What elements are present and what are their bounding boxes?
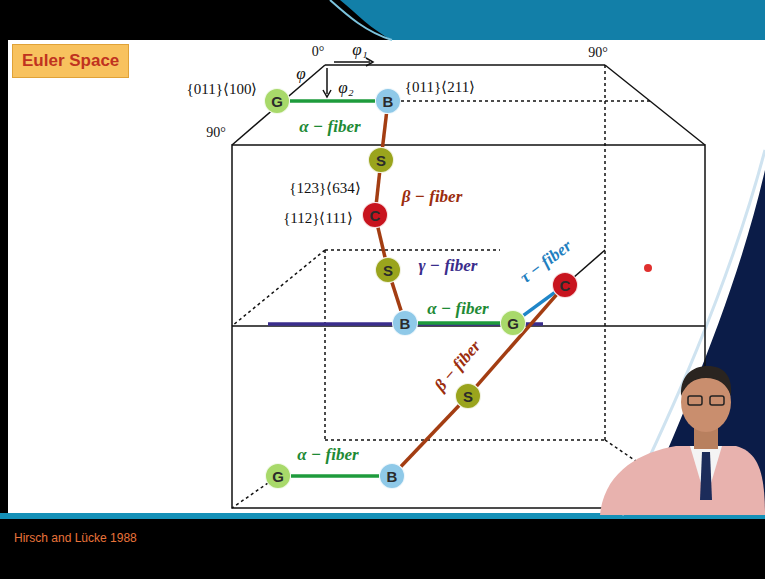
slide-title: Euler Space: [12, 44, 129, 78]
citation: Hirsch and Lücke 1988: [14, 531, 137, 545]
orientation-letter: B: [400, 316, 411, 331]
section-edge-dotted: [401, 100, 650, 102]
fiber-line: [378, 228, 385, 258]
orientation-circle: C: [552, 272, 578, 298]
fiber-line: [418, 321, 500, 325]
fiber-line: [401, 405, 459, 466]
presenter: [600, 366, 765, 515]
orientation-letter: B: [387, 469, 398, 484]
header-accent: [330, 0, 392, 40]
orientation-letter: G: [507, 316, 519, 331]
fiber-label: γ − fiber: [419, 256, 478, 276]
slide-ground: [8, 40, 765, 514]
fiber-label: α − fiber: [297, 445, 358, 465]
axis-label: φ: [296, 64, 305, 84]
orientation-label: {123}⟨634⟩: [289, 179, 360, 197]
arrow-head: [323, 90, 331, 97]
angle-label: 0°: [312, 44, 325, 60]
axis-label: φ₂: [338, 78, 353, 98]
orientation-letter: S: [383, 263, 393, 278]
arrow-head: [366, 58, 373, 66]
fiber-line: [376, 173, 379, 202]
orientation-label: {011}⟨100⟩: [187, 80, 258, 98]
presenter-glasses: [710, 396, 724, 405]
cube-front-face: [232, 145, 705, 508]
orientation-letter: G: [271, 94, 283, 109]
cube-edge-hidden: [604, 65, 606, 440]
axis-arrow: [334, 61, 370, 63]
fiber-line: [392, 282, 401, 310]
orientation-letter: C: [560, 278, 571, 293]
fiber-label: α − fiber: [427, 299, 488, 319]
orientation-label: {112}⟨111⟩: [283, 209, 353, 227]
fiber-line: [383, 114, 387, 147]
orientation-circle: S: [375, 257, 401, 283]
orientation-circle: C: [362, 202, 388, 228]
orientation-circle: B: [379, 463, 405, 489]
orientation-letter: S: [463, 389, 473, 404]
orientation-circle: G: [500, 310, 526, 336]
axis-label: φ₁: [352, 40, 367, 60]
presenter-glasses: [688, 396, 702, 405]
section-edge-dotted: [232, 250, 325, 326]
cube-edge-hidden: [324, 250, 326, 440]
orientation-letter: C: [370, 208, 381, 223]
orientation-circle: G: [264, 88, 290, 114]
header-band: [340, 0, 765, 40]
angle-label: 90°: [588, 45, 608, 61]
orientation-circle: S: [368, 147, 394, 173]
fiber-line: [291, 474, 379, 478]
fiber-label: β − fiber: [402, 187, 463, 207]
orientation-label: {011}⟨211⟩: [405, 78, 475, 96]
fiber-line: [290, 99, 375, 103]
orientation-circle: B: [375, 88, 401, 114]
section-edge-dotted: [325, 249, 500, 251]
orientation-letter: S: [376, 153, 386, 168]
orientation-letter: B: [383, 94, 394, 109]
angle-label: 90°: [206, 125, 226, 141]
cube-edge-hidden: [325, 439, 605, 441]
cube-edge: [605, 65, 705, 145]
fiber-label: α − fiber: [299, 117, 360, 137]
presenter-jacket: [600, 446, 765, 515]
presenter-hair: [681, 366, 731, 396]
orientation-circle: G: [265, 463, 291, 489]
orientation-letter: G: [272, 469, 284, 484]
presenter-tie: [700, 452, 712, 500]
orientation-circle: B: [392, 310, 418, 336]
laser-dot: [644, 264, 652, 272]
presenter-shirt: [690, 446, 722, 500]
orientation-circle: S: [455, 383, 481, 409]
axis-arrow: [326, 68, 328, 94]
